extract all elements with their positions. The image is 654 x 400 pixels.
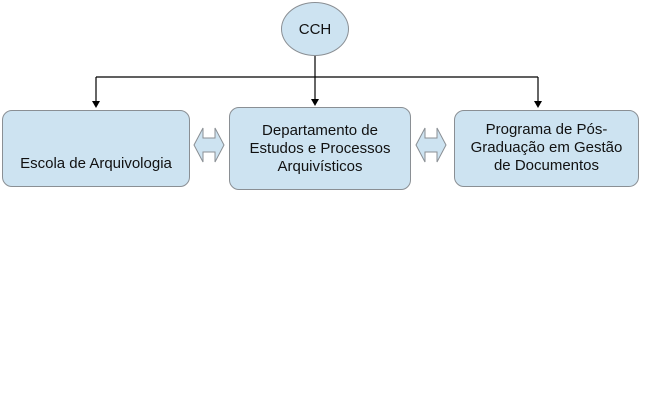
node-label: Departamento de Estudos e Processos Arqu… [249,121,391,175]
arrowhead-right [534,101,542,108]
node-label: Programa de Pós-Graduação em Gestão de D… [470,121,623,174]
double-arrow-right [415,127,447,163]
root-label: CCH [298,20,332,38]
arrowhead-left [92,101,100,108]
node-label: Escola de Arquivologia [20,154,172,172]
arrowhead-center [311,99,319,106]
node-programa: Programa de Pós-Graduação em Gestão de D… [454,110,639,187]
double-arrow-left [193,127,225,163]
root-node-cch: CCH [281,2,349,56]
node-departamento: Departamento de Estudos e Processos Arqu… [229,107,411,190]
node-escola: Escola de Arquivologia [2,110,190,187]
